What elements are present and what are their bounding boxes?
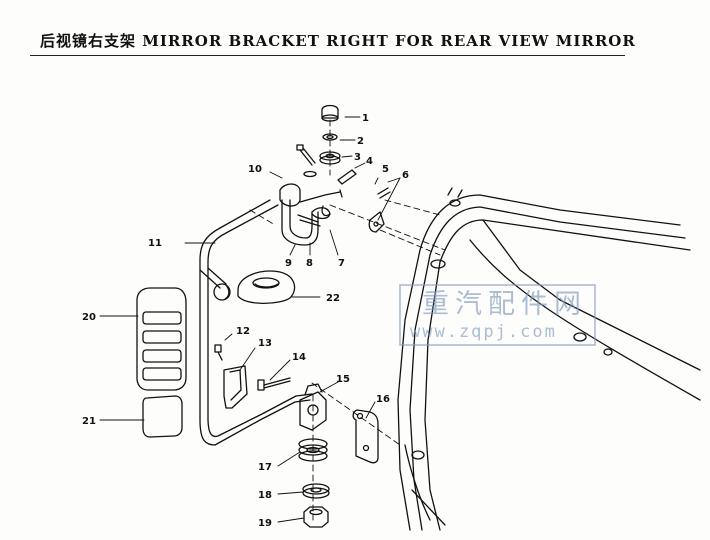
diagram-title: 后视镜右支架 MIRROR BRACKET RIGHT FOR REAR VIE…: [40, 32, 636, 50]
callout-13: 13: [258, 338, 272, 349]
callout-9: 9: [285, 258, 292, 269]
assembly-lines: [249, 119, 446, 521]
watermark-line-2: www.zqpj.com: [410, 322, 557, 342]
bottom-fasteners: [298, 438, 330, 528]
main-mirror: [136, 287, 187, 391]
callout-16: 16: [376, 394, 390, 405]
watermark: 重汽配件网 www.zqpj.com: [399, 284, 596, 346]
callout-11: 11: [148, 238, 162, 249]
callout-2: 2: [357, 136, 364, 147]
watermark-line-1: 重汽配件网: [422, 289, 587, 320]
leader-lines: [99, 116, 401, 523]
mounting-plate: [352, 409, 379, 464]
callout-1: 1: [362, 113, 369, 124]
top-fasteners: [296, 104, 341, 178]
callout-10: 10: [248, 164, 262, 175]
callout-17: 17: [258, 462, 272, 473]
callout-19: 19: [258, 518, 272, 529]
clamp-bracket: [279, 169, 391, 246]
callout-3: 3: [354, 152, 361, 163]
ball-joint: [213, 283, 231, 301]
callout-labels: 1 2 3 4 5 6 7 8 9 10 11 12 13 14 15 16 1…: [82, 113, 409, 529]
small-parts: [214, 344, 291, 409]
round-mirror: [237, 270, 296, 305]
pivot-bracket: [299, 383, 327, 431]
callout-8: 8: [306, 258, 313, 269]
mirror-glass: [142, 395, 183, 438]
callout-18: 18: [258, 490, 272, 501]
callout-21: 21: [82, 416, 96, 427]
callout-22: 22: [326, 293, 340, 304]
cab-frame: [397, 187, 701, 531]
callout-4: 4: [366, 156, 373, 167]
callout-7: 7: [338, 258, 345, 269]
callout-5: 5: [382, 164, 389, 175]
callout-6: 6: [402, 170, 409, 181]
callout-15: 15: [336, 374, 350, 385]
callout-20: 20: [82, 312, 96, 323]
title-underline: [30, 55, 625, 56]
callout-12: 12: [236, 326, 250, 337]
mirror-arm-tube: [199, 199, 313, 446]
callout-14: 14: [292, 352, 306, 363]
